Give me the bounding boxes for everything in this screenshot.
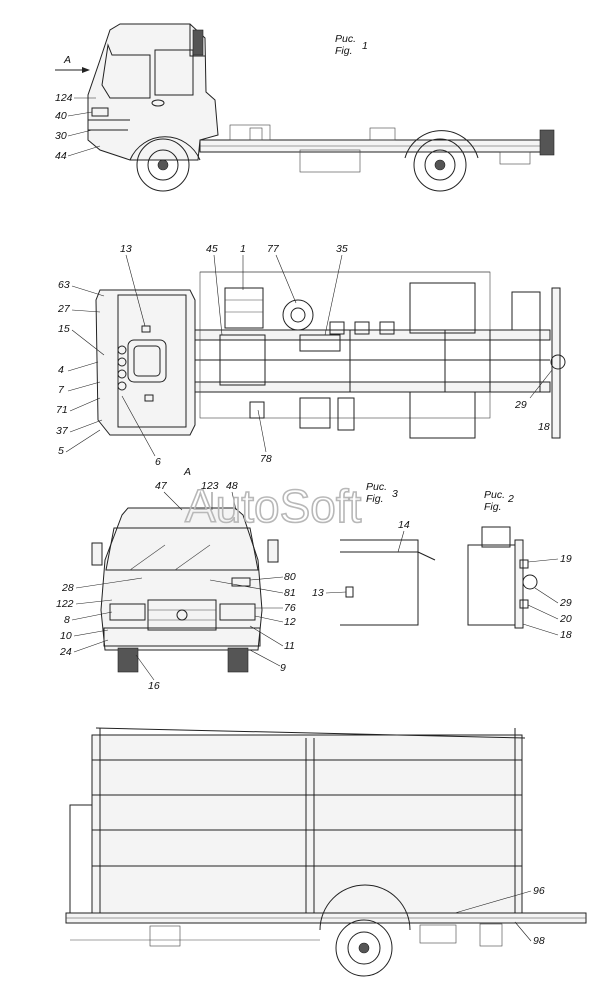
callout-4: 4 (58, 364, 64, 376)
callout-122: 122 (56, 598, 74, 610)
callout-29-fig2: 29 (559, 597, 572, 609)
callout-30: 30 (55, 130, 67, 142)
callout-81: 81 (284, 587, 296, 599)
callout-6: 6 (155, 456, 161, 468)
callout-63: 63 (58, 279, 70, 291)
side-view: A 124 40 30 44 Рис. Fig. 1 (55, 23, 555, 192)
callout-19-fig2: 19 (560, 553, 572, 565)
callout-16: 16 (148, 680, 160, 692)
callout-1: 1 (240, 243, 246, 255)
callout-123: 123 (201, 480, 219, 492)
callout-45: 45 (206, 243, 218, 255)
callout-24: 24 (59, 646, 72, 658)
callout-13: 13 (120, 243, 132, 255)
callout-48: 48 (226, 480, 238, 492)
fig3-detail: Рис. Fig. 3 14 13 (312, 481, 436, 626)
fig3-caption-en: Fig. (366, 493, 384, 505)
callout-27: 27 (57, 303, 71, 315)
fig2-detail: Рис. Fig. 2 19 29 20 18 (467, 489, 572, 641)
fig1-caption-ru: Рис. (335, 33, 356, 45)
callout-35: 35 (336, 243, 348, 255)
fig1-caption-num: 1 (362, 40, 368, 52)
callout-5: 5 (58, 445, 64, 457)
callout-96: 96 (533, 885, 545, 897)
callout-40: 40 (55, 110, 67, 122)
view-arrow-label: A (63, 54, 71, 66)
callout-29: 29 (514, 399, 527, 411)
callout-7: 7 (58, 384, 65, 396)
fig3-caption-ru: Рис. (366, 481, 387, 493)
callout-47: 47 (155, 480, 168, 492)
callout-37: 37 (56, 425, 69, 437)
callout-124: 124 (55, 92, 73, 104)
callout-78: 78 (260, 453, 272, 465)
callout-13-fig3: 13 (312, 587, 324, 599)
callout-98: 98 (533, 935, 545, 947)
callout-71: 71 (56, 404, 68, 416)
callout-18-fig2: 18 (560, 629, 572, 641)
callout-20-fig2: 20 (559, 613, 572, 625)
callout-12: 12 (284, 616, 296, 628)
callout-11: 11 (284, 640, 295, 652)
callout-15: 15 (58, 323, 70, 335)
callout-10: 10 (60, 630, 72, 642)
callout-44: 44 (55, 150, 67, 162)
front-view-marker: A (183, 466, 191, 478)
callout-9: 9 (280, 662, 286, 674)
callout-8: 8 (64, 614, 70, 626)
callout-28: 28 (61, 582, 74, 594)
callout-18: 18 (538, 421, 550, 433)
callout-80: 80 (284, 571, 296, 583)
top-view: 13 45 1 77 35 63 27 15 4 7 71 37 5 6 78 … (56, 243, 566, 468)
front-view: A 47 123 48 28 122 8 10 24 16 80 81 76 1… (56, 466, 296, 692)
fig2-caption-num: 2 (507, 493, 514, 505)
callout-76: 76 (284, 602, 296, 614)
fig2-caption-ru: Рис. (484, 489, 505, 501)
callout-14-fig3: 14 (398, 519, 410, 531)
fig3-caption-num: 3 (392, 488, 398, 500)
callout-77: 77 (267, 243, 280, 255)
fig2-caption-en: Fig. (484, 501, 502, 513)
fig1-caption-en: Fig. (335, 45, 353, 57)
body-side-view: 96 98 (65, 727, 587, 977)
watermark-logo: AutoSoft (185, 480, 362, 532)
